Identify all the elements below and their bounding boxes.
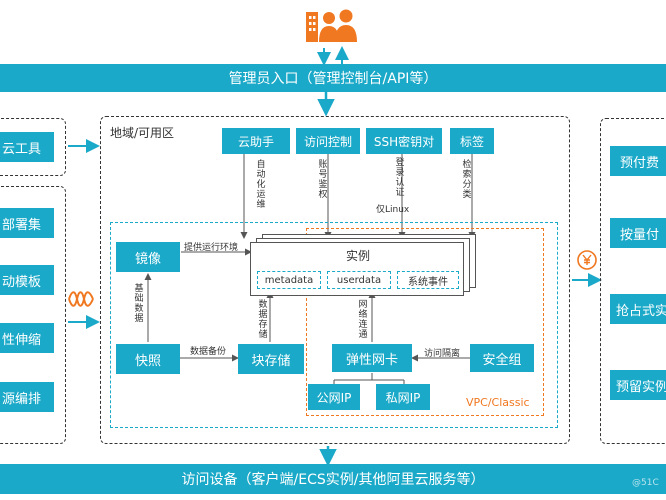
label-linux-only: 仅Linux	[376, 205, 410, 215]
label-data-storage: 数据存储	[258, 300, 268, 340]
block-storage-box: 块存储	[238, 344, 304, 374]
users-building-icon	[302, 4, 364, 46]
left-tools-panel-bottom	[0, 186, 66, 444]
label-search-classify: 检索分类	[462, 160, 472, 200]
label-data-backup: 数据备份	[190, 347, 227, 357]
public-ip-box: 公网IP	[308, 384, 360, 410]
cloud-assistant-box: 云助手	[222, 128, 290, 154]
label-runtime-env: 提供运行环境	[184, 243, 239, 253]
image-box: 镜像	[116, 242, 180, 272]
right-item-preemptible: 抢占式实	[610, 294, 666, 324]
private-ip-box: 私网IP	[376, 384, 430, 410]
left-item-launch-template: 动模板	[0, 265, 54, 295]
instance-userdata: userdata	[327, 271, 391, 289]
left-item-orchestration: 源编排	[0, 382, 54, 412]
billing-panel	[600, 118, 666, 444]
right-item-reserved: 预留实例	[610, 370, 666, 400]
label-base-data: 基础数据	[134, 284, 144, 324]
label-access-isolation: 访问隔离	[424, 349, 461, 359]
right-item-prepaid: 预付费	[610, 146, 666, 176]
label-automation-ops: 自动化运维	[256, 160, 266, 210]
eni-box: 弹性网卡	[332, 344, 412, 372]
label-login-auth: 登录认证	[395, 158, 405, 198]
right-item-pay-as-you-go: 按量付	[610, 218, 666, 248]
instance-card: 实例 metadata userdata 系统事件	[250, 242, 464, 296]
region-panel	[100, 116, 570, 444]
left-tools-panel-top	[0, 118, 66, 176]
yen-icon	[577, 250, 597, 270]
tag-box: 标签	[450, 128, 494, 154]
watermark: @51C	[632, 478, 659, 488]
admin-entry-bar: 管理员入口（管理控制台/API等）	[0, 64, 666, 92]
label-account-auth: 账号鉴权	[318, 160, 328, 200]
access-devices-bar: 访问设备（客户端/ECS实例/其他阿里云服务等）	[0, 464, 666, 494]
access-control-box: 访问控制	[296, 128, 360, 154]
left-item-auto-scaling: 性伸缩	[0, 323, 54, 353]
instance-title: 实例	[345, 249, 370, 263]
region-label: 地域/可用区	[110, 126, 175, 140]
vpc-label: VPC/Classic	[466, 396, 530, 409]
left-item-cloud-tools: 云工具	[0, 132, 54, 162]
compute-zone	[110, 222, 558, 428]
ssh-keypair-box: SSH密钥对	[366, 128, 442, 154]
snapshot-box: 快照	[116, 344, 180, 374]
label-network-connect: 网络连通	[358, 300, 368, 340]
instance-metadata: metadata	[257, 271, 321, 289]
security-group-box: 安全组	[470, 344, 534, 372]
instance-system-events: 系统事件	[397, 271, 459, 289]
left-item-deployment-set: 部署集	[0, 208, 54, 238]
vpc-zone	[306, 228, 544, 416]
wave-icon	[68, 290, 94, 308]
